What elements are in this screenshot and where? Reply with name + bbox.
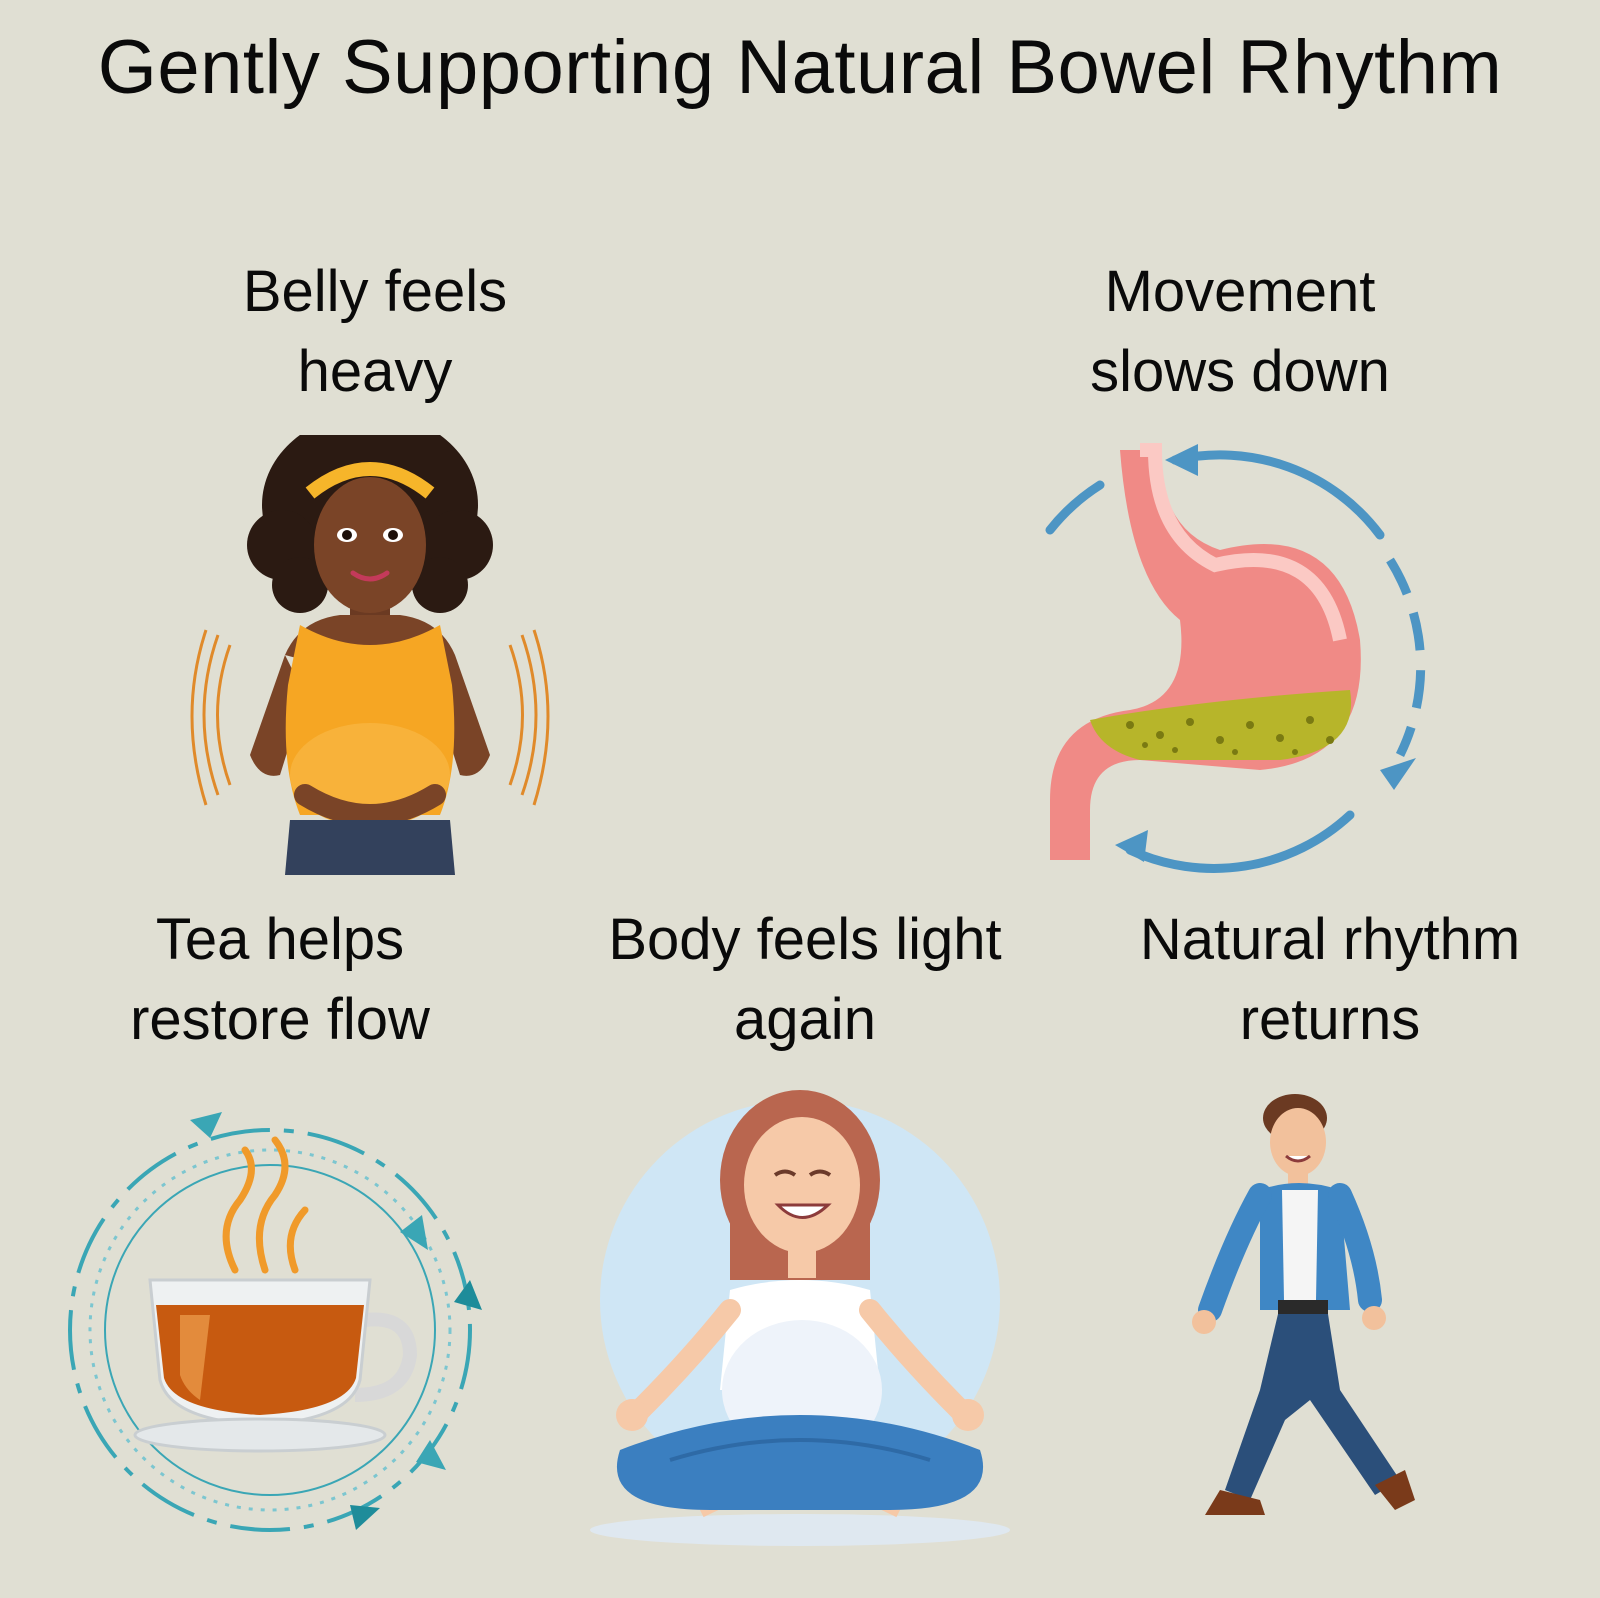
walking-man-icon <box>1192 1094 1415 1515</box>
page-title: Gently Supporting Natural Bowel Rhythm <box>97 25 1503 110</box>
step-label-movement-slows: Movement slows down <box>1090 259 1390 404</box>
step-label-belly-heavy: Belly feels heavy <box>242 259 508 404</box>
step-label-rhythm-returns: Natural rhythm returns <box>1139 907 1521 1052</box>
step-label-body-light: Body feels light again <box>608 907 1002 1052</box>
meditating-woman-icon <box>590 1090 1010 1546</box>
tea-cup-flow-icon <box>68 1112 482 1532</box>
stomach-slow-cycle-icon <box>1045 443 1426 873</box>
woman-holding-belly-icon <box>190 435 550 875</box>
step-label-tea-restores: Tea helps restore flow <box>130 907 430 1052</box>
